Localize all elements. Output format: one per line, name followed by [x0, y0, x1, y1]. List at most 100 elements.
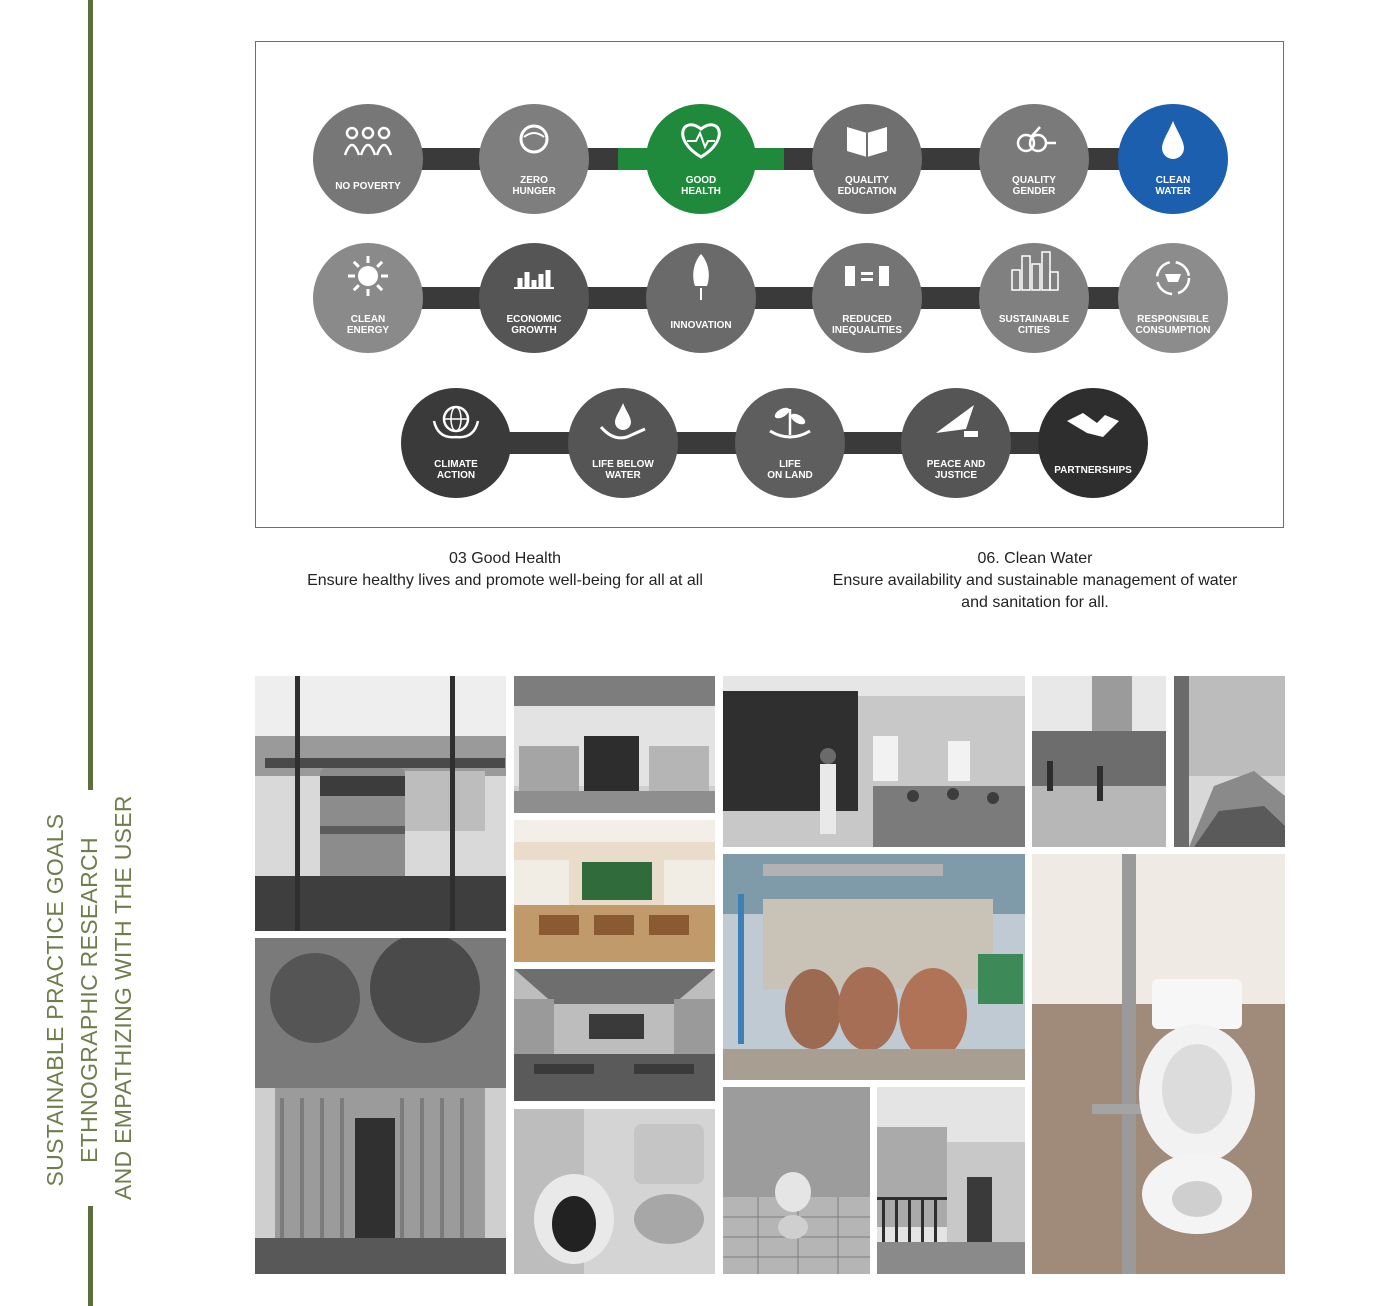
equality-icon: [845, 266, 889, 286]
sdg-goal-no-poverty: NO POVERTY: [313, 104, 423, 214]
side-divider-top: [88, 0, 93, 790]
rocket-icon: [693, 254, 709, 300]
sdg-goal-circle: [401, 388, 511, 498]
sdg-goal-label: CLIMATE: [434, 459, 478, 470]
sdg-goal-label: GROWTH: [511, 325, 557, 336]
sdg-goal-label: CONSUMPTION: [1136, 325, 1211, 336]
caption-clean-water-body-1: Ensure availability and sustainable mana…: [832, 572, 1238, 589]
sdg-goal-label: REDUCED: [842, 314, 891, 325]
sdg-goal-circle: [979, 104, 1089, 214]
water-drop-icon: [1162, 121, 1184, 159]
sdg-goal-label: PARTNERSHIPS: [1054, 465, 1132, 476]
sdg-goal-innovation: INNOVATION: [646, 243, 756, 353]
sdg-goal-circle: [313, 104, 423, 214]
gender-icon: [1016, 126, 1056, 153]
hand-drop-icon: [599, 403, 646, 440]
handshake-icon: [1067, 413, 1119, 437]
side-title: SUSTAINABLE PRACTICE GOALS ETHNOGRAPHIC …: [38, 795, 168, 1200]
photo-tin-shed: [255, 938, 506, 1274]
side-title-line-1: SUSTAINABLE PRACTICE GOALS: [42, 813, 68, 1187]
sdg-goal-label: ENERGY: [347, 325, 390, 336]
sdg-goal-label: ACTION: [437, 470, 475, 481]
sdg-goal-label: LIFE BELOW: [592, 459, 654, 470]
sdg-goals-diagram: NO POVERTYZEROHUNGERGOODHEALTHQUALITYEDU…: [313, 104, 1228, 498]
sdg-goal-label: ECONOMIC: [507, 314, 562, 325]
caption-clean-water: 06. Clean Water Ensure availability and …: [790, 548, 1280, 614]
sdg-goal-label: GOOD: [686, 175, 717, 186]
sun-icon: [348, 256, 388, 296]
sdg-goal-circle: [313, 243, 423, 353]
sdg-goal-label: CLEAN: [351, 314, 385, 325]
recycle-cart-icon: [1155, 260, 1191, 296]
side-divider-bottom: [88, 1206, 93, 1306]
sdg-goal-label: GENDER: [1013, 186, 1057, 197]
sdg-goal-label: CLEAN: [1156, 175, 1190, 186]
sdg-goal-circle: [568, 388, 678, 498]
photo-toilet-closeup: [1032, 854, 1285, 1274]
bar-chart-icon: [514, 270, 554, 289]
photo-classroom-teacher: [723, 676, 1025, 847]
bird-gavel-icon: [936, 405, 978, 437]
sdg-goal-circle: [812, 104, 922, 214]
sdg-goal-circle: [735, 388, 845, 498]
caption-good-health-title: 03 Good Health: [448, 550, 562, 567]
bowl-icon: [519, 124, 549, 154]
side-title-line-3: AND EMPATHIZING WITH THE USER: [110, 795, 136, 1200]
sdg-goal-label: QUALITY: [1012, 175, 1056, 186]
sdg-goal-label: CITIES: [1018, 325, 1051, 336]
sdg-goal-label: SUSTAINABLE: [999, 314, 1070, 325]
sdg-goal-label: INEQUALITIES: [832, 325, 902, 336]
sdg-goal-label: QUALITY: [845, 175, 889, 186]
sdg-goal-label: WATER: [605, 470, 641, 481]
globe-hands-icon: [432, 405, 480, 439]
photo-public-toilet: [877, 1087, 1025, 1274]
photo-train-toilet: [514, 1109, 715, 1274]
photo-old-classroom: [514, 969, 715, 1101]
sdg-goal-label: JUSTICE: [935, 470, 978, 481]
caption-clean-water-title: 06. Clean Water: [977, 550, 1093, 567]
heart-icon: [681, 123, 721, 159]
sdg-goal-label: HEALTH: [681, 186, 721, 197]
sdg-goal-circle: [1038, 388, 1148, 498]
photo-water-pots: [723, 854, 1025, 1080]
plant-icon: [769, 407, 811, 439]
sdg-goal-circle: [1118, 243, 1228, 353]
sdg-goal-circle: [479, 243, 589, 353]
photo-water-drum: [255, 676, 506, 931]
caption-clean-water-body-2: and sanitation for all.: [961, 594, 1109, 611]
sdg-goal-circle: [979, 243, 1089, 353]
photo-modern-classroom: [514, 820, 715, 962]
sdg-goal-label: PEACE AND: [927, 459, 986, 470]
sdg-goal-label: RESPONSIBLE: [1137, 314, 1209, 325]
caption-good-health: 03 Good Health Ensure healthy lives and …: [255, 548, 755, 592]
sdg-goal-label: INNOVATION: [670, 320, 731, 331]
sdg-goal-circle: [646, 104, 756, 214]
sdg-goal-circle: [479, 104, 589, 214]
sdg-goal-label: NO POVERTY: [335, 181, 401, 192]
book-icon: [847, 127, 887, 157]
city-icon: [1011, 251, 1059, 291]
sdg-goal-partnerships: PARTNERSHIPS: [1038, 388, 1148, 498]
sdg-goal-label: WATER: [1155, 186, 1191, 197]
side-title-line-2: ETHNOGRAPHIC RESEARCH: [76, 837, 102, 1163]
sdg-goal-label: ZERO: [520, 175, 548, 186]
photo-school-exterior: [514, 676, 715, 813]
photo-rubble-yard: [1174, 676, 1285, 847]
sdg-goal-label: HUNGER: [512, 186, 556, 197]
sdg-goal-label: EDUCATION: [838, 186, 897, 197]
